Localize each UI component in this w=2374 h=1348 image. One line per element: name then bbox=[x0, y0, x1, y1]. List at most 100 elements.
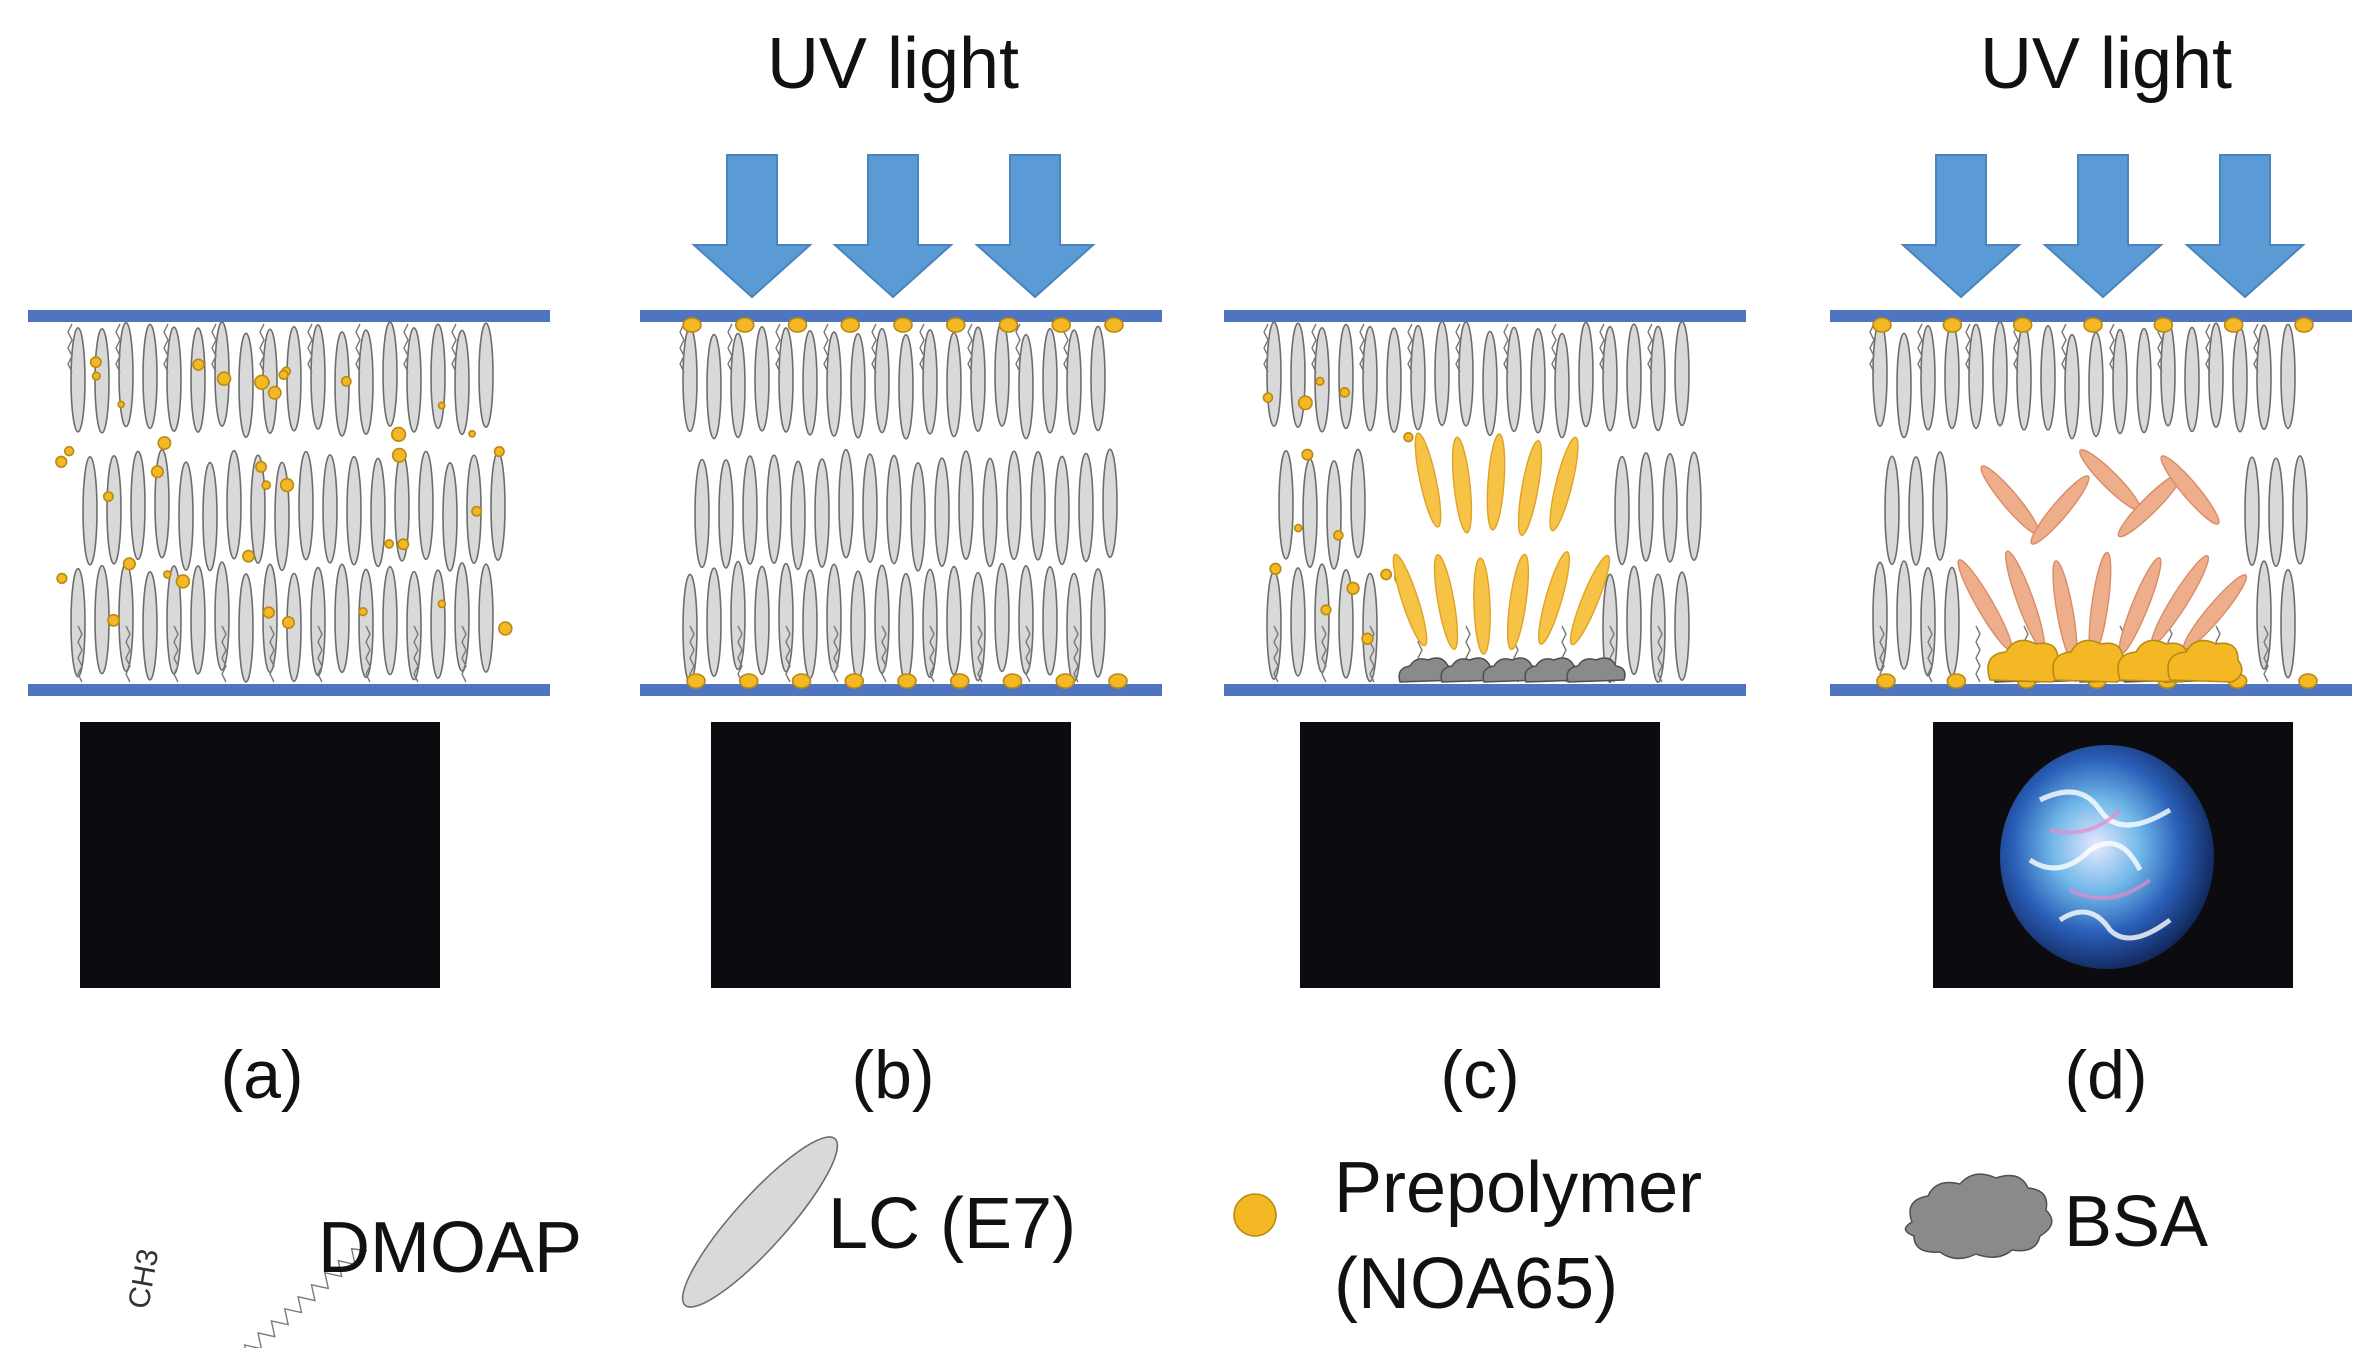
dmoap-chain bbox=[1321, 625, 1327, 683]
panel-caption-b: (b) bbox=[851, 1037, 934, 1113]
lc-molecule bbox=[1686, 451, 1702, 562]
uv-arrow-icon bbox=[2042, 154, 2164, 299]
lc-molecule bbox=[1650, 325, 1666, 432]
polymer-clump bbox=[1987, 639, 2063, 683]
lc-molecule bbox=[94, 328, 110, 434]
lc-molecule bbox=[778, 327, 794, 433]
lc-molecule bbox=[178, 461, 194, 571]
pom-image-c bbox=[1300, 722, 1660, 988]
lc-molecule bbox=[706, 567, 722, 678]
polymerized-lc-molecule bbox=[1486, 433, 1506, 531]
polymerized-lc-molecule bbox=[1569, 554, 1611, 646]
dmoap-chain bbox=[871, 323, 877, 373]
lc-molecule bbox=[2280, 568, 2296, 679]
lc-molecule bbox=[1458, 321, 1474, 427]
prepolymer-dot-bottom bbox=[897, 673, 917, 689]
lc-molecule bbox=[802, 569, 818, 680]
lc-molecule bbox=[2112, 328, 2128, 435]
prepolymer-dot bbox=[358, 606, 368, 617]
lc-molecule bbox=[1674, 571, 1690, 682]
lc-molecule bbox=[1290, 322, 1306, 429]
uv-arrows-d bbox=[1900, 154, 2306, 299]
lc-molecule bbox=[2232, 326, 2248, 433]
prepolymer-dot-bottom bbox=[738, 673, 759, 689]
polymerized-lc-molecule bbox=[1433, 554, 1459, 650]
prepolymer-dot bbox=[1403, 431, 1414, 443]
prepolymer-dot-top bbox=[682, 317, 702, 333]
lc-molecule bbox=[430, 323, 446, 430]
lc-molecule bbox=[958, 450, 974, 560]
lc-molecule bbox=[1650, 573, 1666, 684]
lc-molecule bbox=[790, 460, 806, 571]
polymer-clump bbox=[2167, 639, 2243, 683]
lc-molecule bbox=[1884, 455, 1900, 566]
lc-molecule bbox=[682, 326, 698, 433]
prepolymer-dot-top bbox=[1104, 317, 1124, 333]
lc-molecule bbox=[862, 453, 878, 563]
prepolymer-dot bbox=[254, 374, 270, 391]
polymerized-lc-molecule bbox=[1473, 557, 1491, 655]
dmoap-chain bbox=[67, 323, 73, 373]
prepolymer-dot bbox=[1269, 562, 1282, 575]
lc-molecule bbox=[1338, 323, 1354, 430]
dmoap-chain bbox=[1273, 625, 1279, 683]
prepolymer-dot bbox=[384, 539, 395, 549]
dmoap-chain bbox=[1369, 625, 1375, 683]
lc-molecule bbox=[754, 326, 770, 432]
lc-molecule bbox=[1078, 452, 1094, 563]
lc-molecule bbox=[2016, 325, 2032, 431]
lc-molecule bbox=[2088, 331, 2104, 438]
bottom-glass-substrate bbox=[28, 684, 550, 696]
dmoap-chain bbox=[1965, 323, 1971, 373]
dmoap-chain bbox=[737, 625, 743, 683]
lc-molecule bbox=[1872, 561, 1888, 672]
prepolymer-dot-bottom bbox=[1946, 673, 1967, 689]
lc-molecule bbox=[1102, 448, 1118, 559]
lc-molecule bbox=[418, 450, 434, 561]
prepolymer-dot bbox=[267, 385, 282, 400]
lc-molecule bbox=[406, 327, 422, 433]
lc-molecule bbox=[214, 561, 230, 671]
uv-light-label-b: UV light bbox=[767, 24, 1019, 104]
lc-molecule bbox=[322, 454, 338, 564]
prepolymer-dot bbox=[242, 549, 255, 563]
prepolymer-dot-bottom bbox=[2298, 673, 2318, 689]
lc-molecule bbox=[70, 327, 86, 433]
lc-molecule bbox=[310, 324, 326, 430]
lc-molecule bbox=[2136, 327, 2152, 434]
dmoap-chain bbox=[77, 625, 83, 683]
lc-molecule bbox=[922, 568, 938, 679]
lc-molecule bbox=[898, 334, 914, 440]
dmoap-chain bbox=[1917, 323, 1923, 373]
prepolymer-dot bbox=[1293, 523, 1303, 533]
lc-molecule bbox=[1302, 458, 1318, 568]
cell-panel-b bbox=[640, 310, 1162, 696]
lc-molecule bbox=[238, 332, 254, 439]
prepolymer-dot bbox=[55, 455, 68, 468]
dmoap-chain bbox=[919, 323, 925, 373]
dmoap-chain bbox=[163, 323, 169, 373]
prepolymer-dot bbox=[390, 426, 407, 443]
polymerized-lc-molecule bbox=[1549, 436, 1579, 532]
polymerized-lc-molecule bbox=[1537, 551, 1571, 645]
lc-molecule bbox=[2040, 325, 2056, 431]
dmoap-chain bbox=[785, 625, 791, 683]
lc-molecule bbox=[1602, 573, 1618, 684]
lc-molecule bbox=[1042, 566, 1058, 676]
lc-molecule bbox=[1350, 448, 1366, 559]
dmoap-chain bbox=[211, 323, 217, 373]
lc-molecule bbox=[166, 326, 182, 433]
lc-molecule bbox=[130, 450, 146, 561]
prepolymer-dot bbox=[1380, 568, 1393, 581]
prepolymer-dot-bottom bbox=[1108, 673, 1128, 689]
lc-molecule bbox=[682, 573, 698, 684]
lc-molecule bbox=[1626, 565, 1642, 676]
lc-molecule bbox=[2256, 560, 2272, 670]
lc-molecule bbox=[994, 562, 1010, 673]
lc-molecule bbox=[922, 329, 938, 435]
lc-molecule bbox=[826, 563, 842, 674]
prepolymer-dot-icon bbox=[1233, 1193, 1277, 1237]
dmoap-chain bbox=[413, 625, 419, 683]
dmoap-chain bbox=[1647, 323, 1653, 373]
cell-panel-c bbox=[1224, 310, 1746, 696]
